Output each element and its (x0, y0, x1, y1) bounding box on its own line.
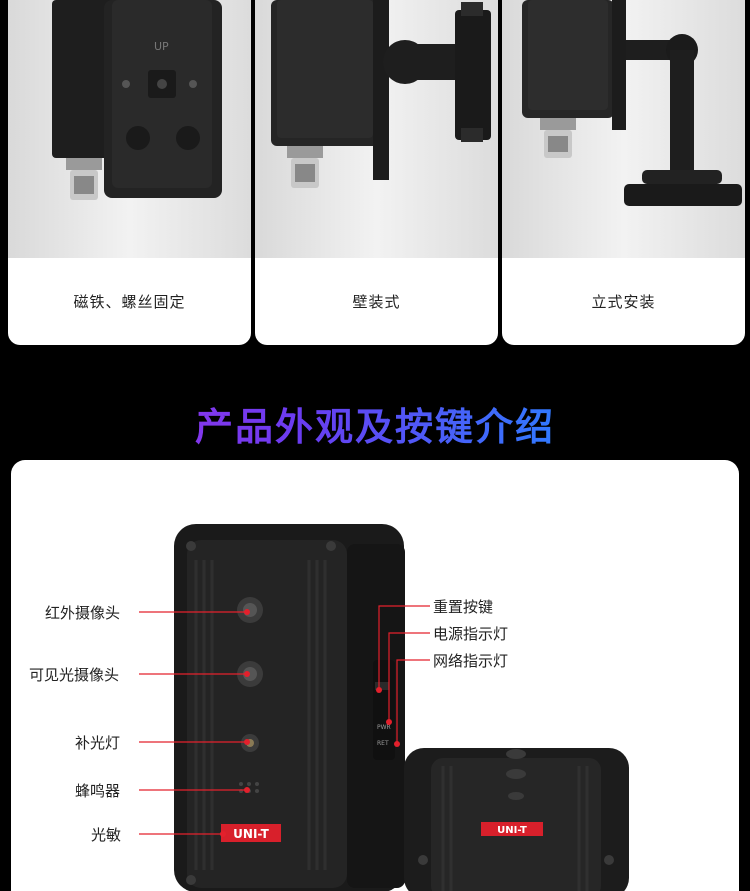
callout-dot-visible (244, 671, 250, 677)
label-ir-camera: 红外摄像头 (45, 604, 121, 622)
label-power-indicator: 电源指示灯 (433, 625, 509, 643)
brand-logo-text: UNI-T (233, 827, 269, 841)
product-panel: UNI-T PWR RET UNI-T (11, 460, 739, 891)
section-title: 产品外观及按键介绍 (0, 396, 750, 451)
mount-photo-wall (255, 0, 498, 258)
brand-logo-text-second: UNI-T (497, 825, 527, 836)
label-light-sensor: 光敏 (91, 826, 122, 844)
label-fill-light: 补光灯 (75, 734, 121, 752)
callout-dot-ir (244, 609, 250, 615)
mount-card-stand: 立式安装 (502, 0, 745, 345)
label-visible-camera: 可见光摄像头 (29, 666, 120, 684)
callout-dot-power (386, 719, 392, 725)
device-illustration: UNI-T PWR RET UNI-T (139, 524, 629, 891)
label-buzzer: 蜂鸣器 (75, 782, 121, 800)
up-mark: UP (154, 40, 169, 53)
port-label-ret: RET (377, 740, 389, 747)
mount-label-stand: 立式安装 (591, 293, 656, 311)
mount-label-magnet: 磁铁、螺丝固定 (73, 293, 186, 311)
mount-photo-magnet: UP (8, 0, 251, 258)
mount-card-wall: 壁装式 (255, 0, 498, 345)
port-label-pwr: PWR (377, 724, 391, 731)
callout-dot-reset (376, 687, 382, 693)
callout-dot-light (220, 831, 226, 837)
brand-badge (221, 824, 281, 842)
mount-card-magnet: UP 磁铁、螺丝固定 (8, 0, 251, 345)
mount-label-wall: 壁装式 (352, 293, 401, 311)
callout-dot-fill (244, 739, 250, 745)
mount-photo-stand (502, 0, 745, 258)
label-network-indicator: 网络指示灯 (433, 652, 509, 670)
label-reset-button: 重置按键 (433, 598, 494, 616)
callout-dot-buzzer (244, 787, 250, 793)
callout-dot-network (394, 741, 400, 747)
